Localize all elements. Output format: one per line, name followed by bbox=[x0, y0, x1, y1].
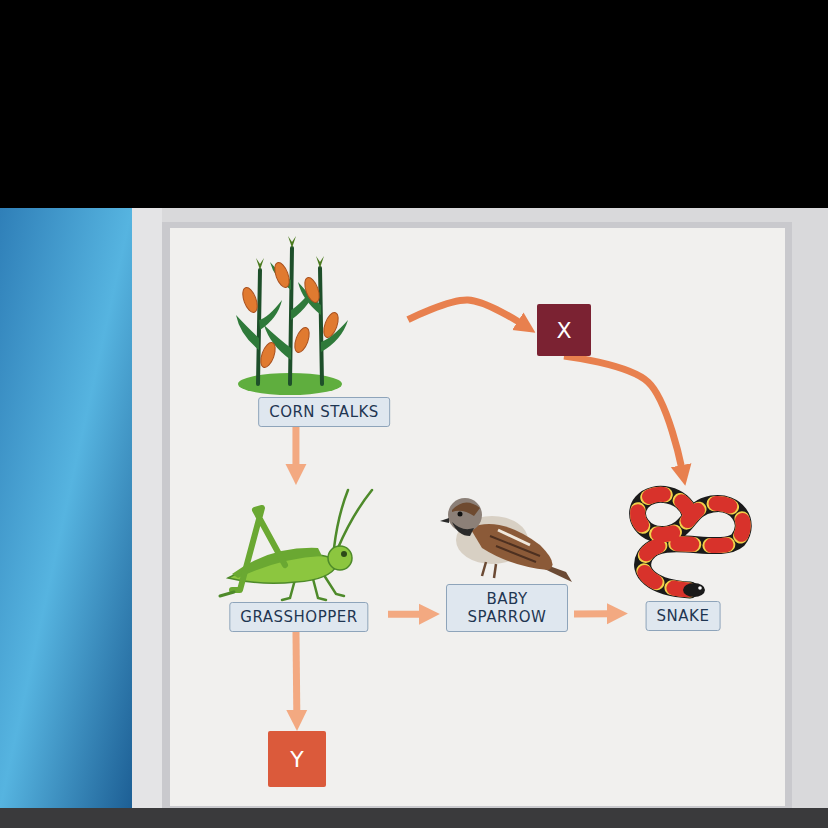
consumer-node: SNAKE bbox=[628, 485, 738, 631]
unknown-box: X bbox=[537, 304, 591, 356]
organism-label: CORN STALKS bbox=[258, 397, 390, 427]
food-arrow bbox=[292, 427, 299, 466]
food-arrow bbox=[408, 300, 520, 322]
corn-illustration bbox=[236, 236, 348, 395]
organism-label: BABY SPARROW bbox=[446, 584, 568, 632]
consumer-node: GRASSHOPPER bbox=[210, 485, 388, 632]
snake-illustration bbox=[638, 494, 744, 597]
food-arrow bbox=[388, 611, 421, 618]
organism-label: GRASSHOPPER bbox=[229, 602, 368, 632]
food-arrow bbox=[292, 632, 300, 712]
unknown-box: Y bbox=[268, 731, 326, 787]
consumer-node: BABY SPARROW bbox=[440, 488, 574, 632]
sparrow-illustration bbox=[440, 498, 572, 582]
food-arrow bbox=[574, 610, 609, 617]
organism-label: SNAKE bbox=[646, 601, 721, 631]
food-arrow bbox=[564, 356, 682, 467]
producer-node: CORN STALKS bbox=[240, 245, 408, 427]
unknown-letter: X bbox=[556, 318, 571, 343]
unknown-letter: Y bbox=[290, 747, 303, 772]
grasshopper-illustration bbox=[220, 490, 372, 600]
